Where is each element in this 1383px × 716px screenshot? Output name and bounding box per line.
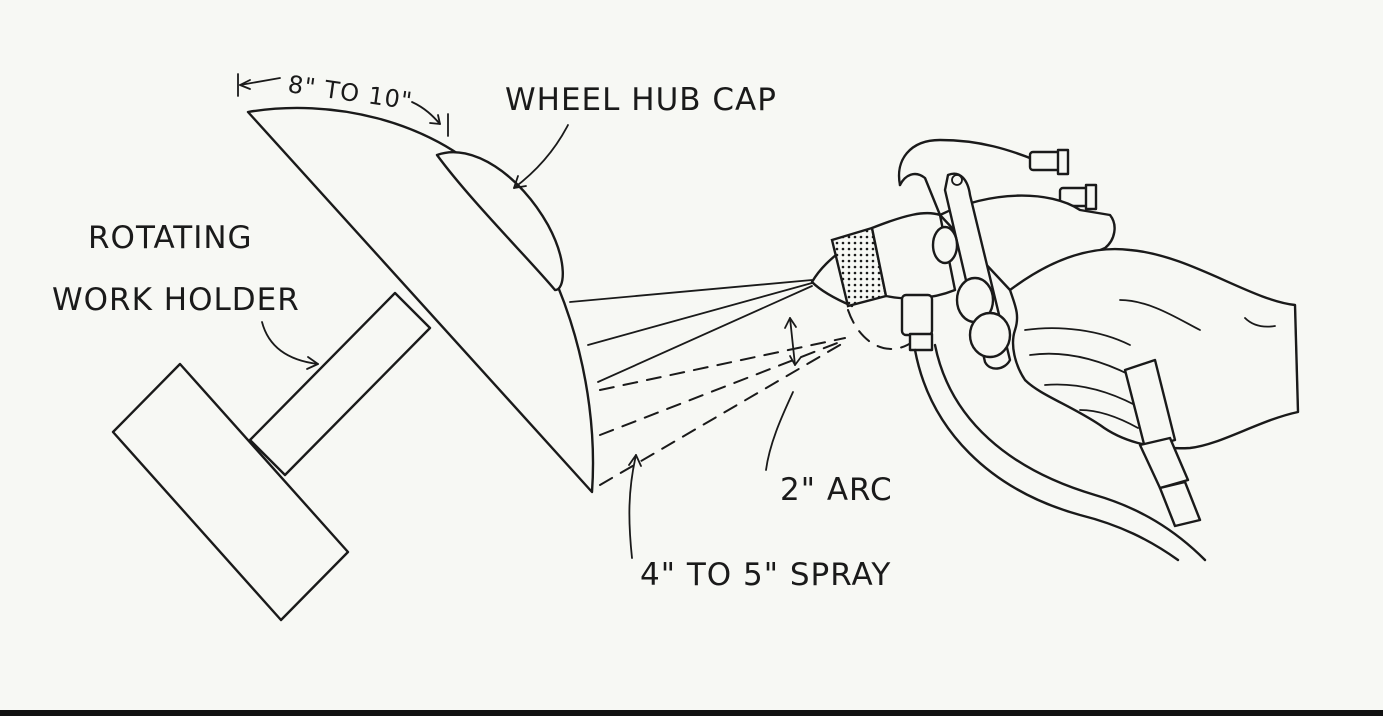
spray-label: 4" TO 5" SPRAY [640, 557, 891, 593]
spray-dashed-lines [599, 337, 846, 486]
hand [1008, 247, 1300, 450]
holder-label-line1: ROTATING [88, 220, 253, 256]
spray-solid-lines [569, 279, 813, 383]
hub-cap-raised-center [435, 150, 564, 292]
arc-label: 2" ARC [780, 472, 893, 508]
hose [913, 343, 1207, 562]
hose-fitting [1123, 358, 1202, 528]
work-holder-arrow [261, 321, 319, 370]
bottom-border [0, 710, 1383, 716]
hub-cap-label: WHEEL HUB CAP [505, 82, 777, 118]
holder-label-line2: WORK HOLDER [52, 282, 300, 318]
spray-gun [810, 138, 1116, 370]
work-holder-shaft [248, 291, 432, 477]
dimension-line [237, 73, 449, 137]
arc-indicator [765, 317, 802, 471]
hub-cap-arrow [513, 124, 569, 189]
spray-arrow [628, 454, 642, 559]
work-holder-base [111, 362, 350, 622]
